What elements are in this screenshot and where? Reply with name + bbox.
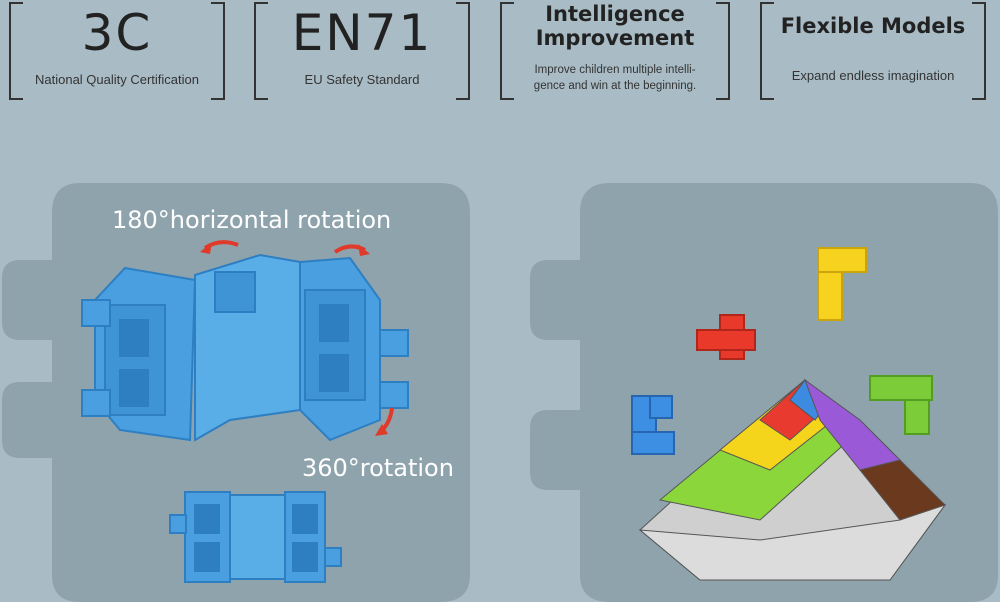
feature-subtitle: Expand endless imagination <box>791 68 955 83</box>
feature-subtitle: EU Safety Standard <box>304 72 420 87</box>
pyramid-model <box>638 378 947 581</box>
bracket-left <box>254 2 268 100</box>
rotating-block-small <box>169 491 342 583</box>
feature-flexible: Flexible Models Expand endless imaginati… <box>760 2 986 100</box>
feature-en71: EN71 EU Safety Standard <box>254 2 470 100</box>
arrow-down-head <box>375 424 388 436</box>
bracket-left <box>500 2 514 100</box>
piece-blue <box>631 395 675 455</box>
bracket-right <box>211 2 225 100</box>
piece-red <box>696 314 756 360</box>
feature-3c: 3C National Quality Certification <box>9 2 225 100</box>
arrow-left-head <box>200 242 212 254</box>
feature-title: Flexible Models <box>780 14 966 38</box>
feature-desc-line1: Improve children multiple intelli- <box>534 64 696 76</box>
feature-subtitle: National Quality Certification <box>34 72 200 87</box>
piece-yellow <box>817 247 867 321</box>
piece-green <box>869 375 933 435</box>
bracket-right <box>716 2 730 100</box>
bracket-left <box>9 2 23 100</box>
caption-rotation: 360°rotation <box>302 454 454 482</box>
bracket-right <box>456 2 470 100</box>
feature-title: 3C <box>81 4 153 62</box>
feature-desc-line2: gence and win at the beginning. <box>533 80 697 92</box>
caption-horizontal-rotation: 180°horizontal rotation <box>112 206 392 234</box>
rotating-block-large <box>81 253 409 442</box>
feature-title-line1: Intelligence <box>545 2 685 26</box>
arrow-right-head <box>358 244 370 256</box>
bracket-right <box>972 2 986 100</box>
feature-title-line2: Improvement <box>535 26 695 50</box>
feature-title: EN71 <box>291 4 433 62</box>
bracket-left <box>760 2 774 100</box>
feature-intelligence: Intelligence Improvement Improve childre… <box>500 2 730 100</box>
